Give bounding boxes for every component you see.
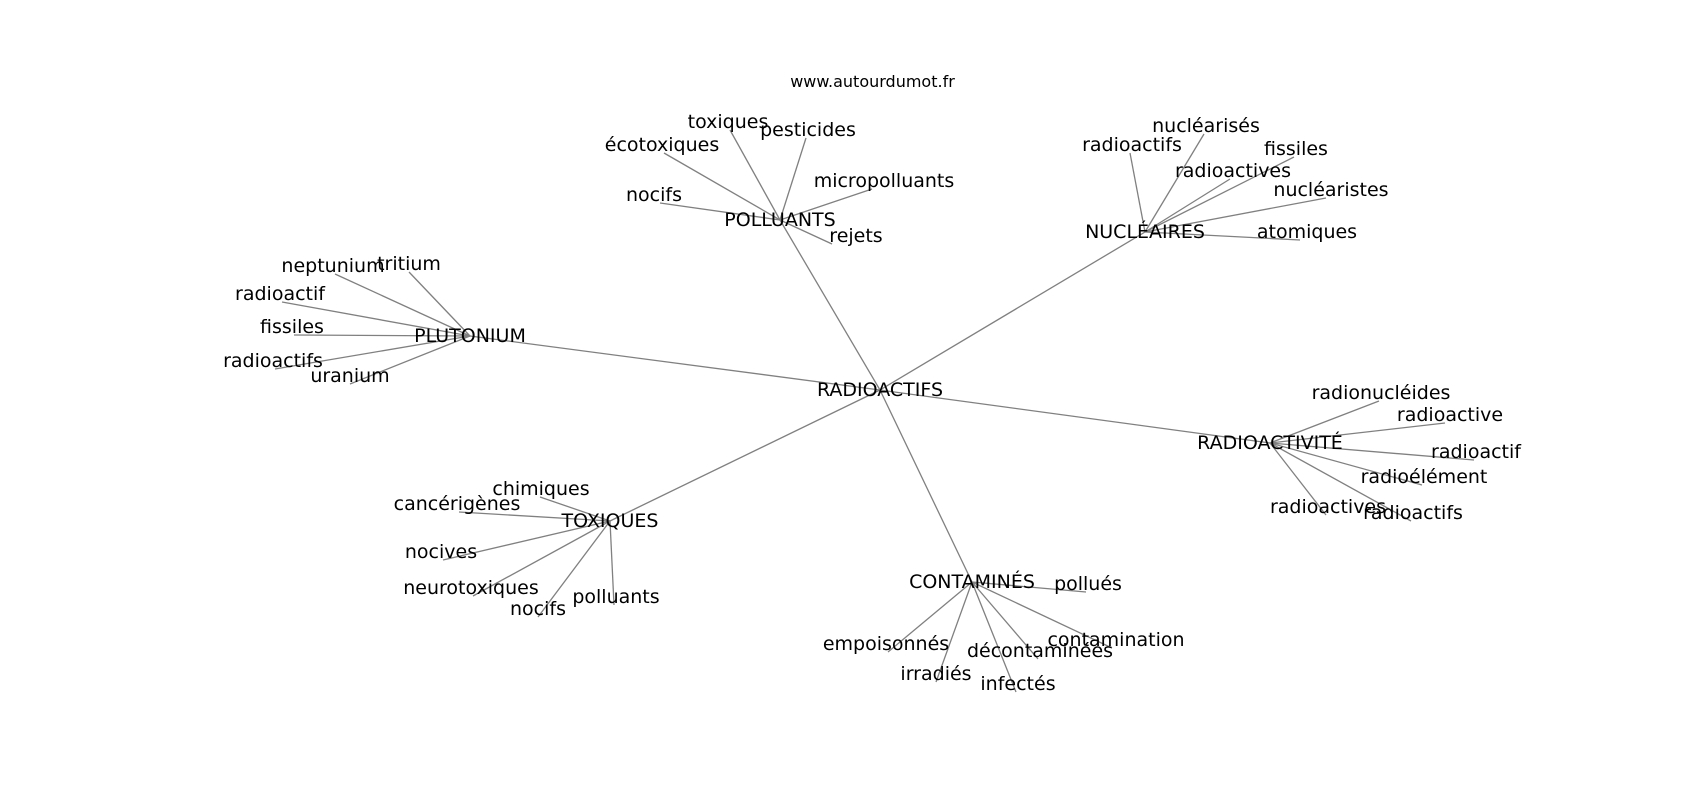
- edge-hub-to-word: [971, 581, 1039, 660]
- source-credit: www.autourdumot.fr: [790, 72, 955, 91]
- leaf-word: radioactifs: [1363, 502, 1463, 524]
- edge-hub-to-word: [779, 137, 807, 221]
- edge-hub-to-word: [971, 581, 1017, 693]
- leaf-word: pollués: [1054, 573, 1122, 595]
- leaf-word: empoisonnés: [823, 633, 949, 655]
- hub-word: CONTAMINÉS: [909, 570, 1035, 593]
- edge-hub-to-word: [659, 202, 781, 221]
- edge-hub-to-word: [1144, 156, 1295, 233]
- leaf-word: tritium: [377, 253, 441, 275]
- edge-hub-to-word: [334, 273, 471, 337]
- edge-center-to-hub: [879, 231, 1146, 391]
- edge-hub-to-word: [971, 581, 1087, 593]
- hub-word: RADIOACTIVITÉ: [1197, 431, 1343, 454]
- edge-hub-to-word: [729, 129, 781, 221]
- edge-center-to-hub: [609, 389, 881, 522]
- leaf-word: irradiés: [900, 663, 971, 685]
- hub-word: PLUTONIUM: [414, 325, 526, 347]
- edge-center-to-hub: [879, 389, 973, 583]
- edge-hub-to-word: [1144, 197, 1327, 233]
- leaf-word: rejets: [829, 225, 882, 247]
- edge-hub-to-word: [293, 334, 471, 337]
- leaf-word: nucléaristes: [1273, 179, 1388, 201]
- leaf-word: pesticides: [760, 119, 856, 141]
- leaf-word: micropolluants: [814, 170, 955, 192]
- edge-hub-to-word: [887, 581, 973, 653]
- edge-center-to-hub: [469, 335, 881, 391]
- leaf-word: neurotoxiques: [403, 577, 539, 599]
- edge-hub-to-word: [281, 301, 471, 337]
- hub-word: TOXIQUES: [561, 510, 659, 532]
- leaf-word: radioactives: [1175, 160, 1291, 182]
- leaf-word: fissiles: [1264, 138, 1328, 160]
- leaf-word: radioactifs: [223, 350, 323, 372]
- edge-hub-to-word: [779, 188, 873, 221]
- edge-hub-to-word: [1144, 133, 1205, 233]
- leaf-word: uranium: [310, 365, 389, 387]
- edge-hub-to-word: [1144, 178, 1231, 233]
- edge-hub-to-word: [442, 520, 611, 561]
- graph-edges: [274, 129, 1475, 693]
- edge-hub-to-word: [1269, 442, 1327, 516]
- leaf-word: radioactives: [1270, 496, 1386, 518]
- leaf-word: infectés: [980, 673, 1055, 695]
- edge-hub-to-word: [539, 496, 611, 522]
- edge-hub-to-word: [1269, 442, 1475, 461]
- leaf-word: contamination: [1047, 629, 1184, 651]
- edge-hub-to-word: [472, 520, 611, 597]
- leaf-word: toxiques: [688, 111, 769, 133]
- leaf-word: décontaminées: [967, 640, 1113, 662]
- edge-hub-to-word: [349, 335, 471, 385]
- leaf-word: radioactif: [1431, 441, 1522, 463]
- edge-hub-to-word: [1269, 422, 1446, 444]
- hub-word: NUCLÉAIRES: [1085, 220, 1205, 243]
- edge-hub-to-word: [609, 520, 615, 606]
- leaf-word: radioactive: [1397, 404, 1503, 426]
- leaf-word: radioactif: [235, 283, 326, 305]
- hub-word: POLLUANTS: [724, 209, 835, 231]
- leaf-word: neptunium: [281, 255, 384, 277]
- leaf-word: radioactifs: [1082, 134, 1182, 156]
- edge-hub-to-word: [537, 520, 611, 618]
- edge-hub-to-word: [408, 271, 471, 337]
- leaf-word: nucléarisés: [1152, 115, 1260, 137]
- leaf-word: nocifs: [626, 184, 682, 206]
- leaf-word: radionucléides: [1312, 382, 1451, 404]
- edge-hub-to-word: [1269, 442, 1412, 522]
- leaf-word: cancérigènes: [394, 493, 521, 515]
- leaf-word: polluants: [572, 586, 659, 608]
- edge-hub-to-word: [1129, 152, 1146, 233]
- edge-hub-to-word: [663, 152, 781, 221]
- edge-center-to-hub: [879, 389, 1271, 444]
- leaf-word: atomiques: [1257, 221, 1357, 243]
- edge-hub-to-word: [779, 219, 833, 245]
- edge-hub-to-word: [274, 335, 471, 370]
- center-word: RADIOACTIFS: [817, 379, 943, 401]
- edge-hub-to-word: [935, 581, 973, 683]
- leaf-word: chimiques: [492, 478, 589, 500]
- leaf-word: radioélément: [1361, 466, 1488, 488]
- edge-hub-to-word: [1269, 442, 1423, 486]
- edge-hub-to-word: [458, 511, 611, 522]
- leaf-word: nocives: [405, 541, 477, 563]
- leaf-word: écotoxiques: [605, 134, 719, 156]
- edge-center-to-hub: [779, 219, 881, 391]
- leaf-word: nocifs: [510, 598, 566, 620]
- edge-hub-to-word: [971, 581, 1113, 649]
- leaf-word: fissiles: [260, 316, 324, 338]
- edge-hub-to-word: [1144, 231, 1301, 241]
- edge-hub-to-word: [1269, 400, 1380, 444]
